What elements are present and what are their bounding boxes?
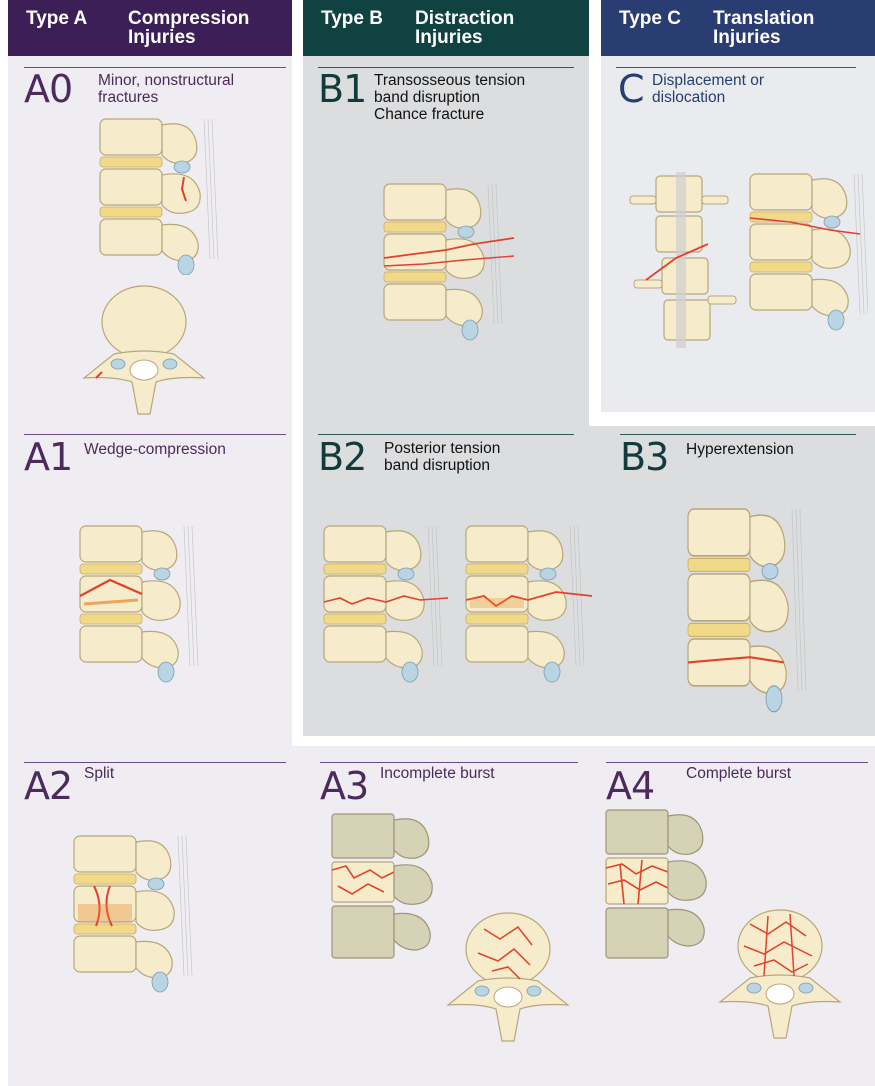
rule-a3: [320, 762, 578, 763]
header-type-a-label: Type A: [26, 9, 87, 28]
code-a3: A3: [320, 767, 368, 805]
illustration-b3: [682, 505, 822, 715]
illustration-b2-right: [460, 520, 610, 700]
desc-a4: Complete burst: [686, 765, 791, 782]
desc-b3: Hyperextension: [686, 441, 794, 458]
illustration-a2: [70, 822, 220, 1002]
desc-a1: Wedge-compression: [84, 441, 226, 458]
code-a0: A0: [24, 70, 72, 108]
header-type-a: Type A Compression Injuries: [8, 0, 292, 56]
rule-a4: [606, 762, 868, 763]
illustration-a3-axial: [430, 905, 590, 1055]
desc-c: Displacement or dislocation: [652, 72, 764, 106]
desc-a2: Split: [84, 765, 114, 782]
code-a1: A1: [24, 438, 72, 476]
header-type-c-label: Type C: [619, 9, 681, 28]
rule-a0: [24, 67, 286, 68]
illustration-a0-axial: [80, 280, 210, 420]
code-a4: A4: [606, 767, 654, 805]
code-b1: B1: [318, 70, 366, 108]
illustration-c-frontal: [626, 172, 746, 352]
header-type-b-label: Type B: [321, 9, 383, 28]
rule-a2: [24, 762, 286, 763]
rule-c: [616, 67, 856, 68]
code-a2: A2: [24, 767, 72, 805]
illustration-a4-axial: [702, 902, 862, 1052]
code-c: C: [618, 70, 644, 108]
illustration-a0-lateral: [98, 115, 228, 275]
header-type-c-subtitle: Translation Injuries: [713, 9, 875, 47]
header-type-c: Type C Translation Injuries: [601, 0, 875, 56]
code-b2: B2: [318, 438, 366, 476]
desc-a0: Minor, nonstructural fractures: [98, 72, 234, 106]
header-type-b: Type B Distraction Injuries: [303, 0, 589, 56]
header-type-a-subtitle: Compression Injuries: [128, 9, 298, 47]
code-b3: B3: [620, 438, 668, 476]
desc-a3: Incomplete burst: [380, 765, 495, 782]
illustration-b2-left: [318, 520, 458, 700]
illustration-a1: [74, 510, 224, 690]
illustration-b1: [378, 178, 528, 358]
illustration-c-lateral: [748, 172, 868, 352]
desc-b2: Posterior tension band disruption: [384, 440, 500, 474]
desc-b1: Transosseous tension band disruption Cha…: [374, 72, 525, 123]
header-type-b-subtitle: Distraction Injuries: [415, 9, 585, 47]
